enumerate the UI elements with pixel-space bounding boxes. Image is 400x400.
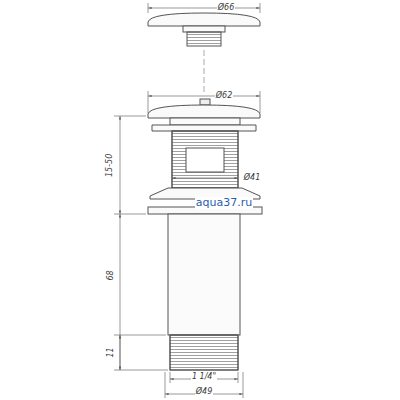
dimension-label: Ø62: [215, 92, 233, 101]
dimension-label: Ø41: [243, 174, 261, 183]
dimension-label: 11: [107, 346, 116, 358]
dimension-label: 68: [107, 269, 116, 281]
dimension-label: Ø66: [217, 4, 235, 13]
watermark: aqua37.ru: [195, 197, 253, 209]
dimension-label: 1 1/4": [191, 373, 217, 382]
dimension-label: 15-50: [107, 152, 116, 177]
dimension-label: Ø49: [195, 388, 213, 397]
